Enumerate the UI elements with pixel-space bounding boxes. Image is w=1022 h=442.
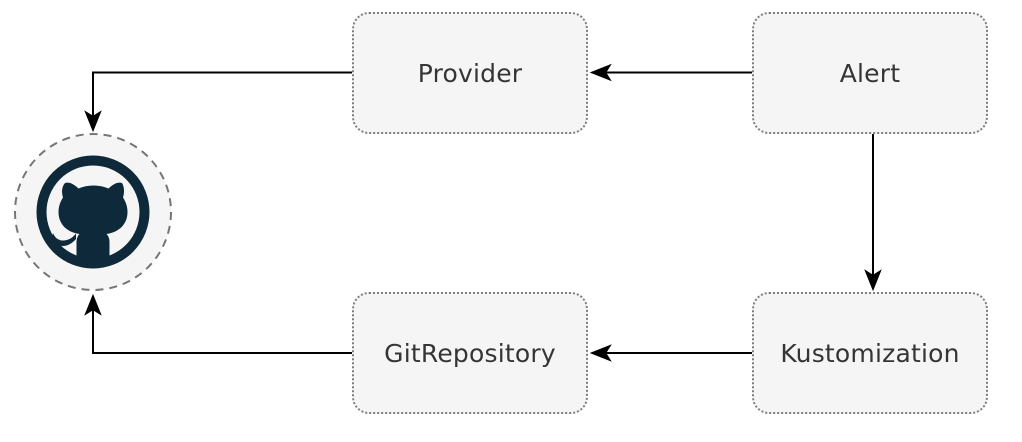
node-kustomization-label: Kustomization [780,338,960,368]
node-gitrepository-label: GitRepository [384,338,556,368]
edge-gitrepository-github [84,293,353,354]
node-github [14,133,172,291]
node-provider-label: Provider [417,58,523,88]
node-alert-label: Alert [839,58,901,88]
node-kustomization: Kustomization [752,292,988,414]
github-octocat-icon [14,133,172,291]
node-alert: Alert [752,12,988,134]
node-gitrepository: GitRepository [352,292,588,414]
github-octocat-silhouette [52,182,128,266]
node-provider: Provider [352,12,588,134]
edge-provider-github [84,71,353,133]
